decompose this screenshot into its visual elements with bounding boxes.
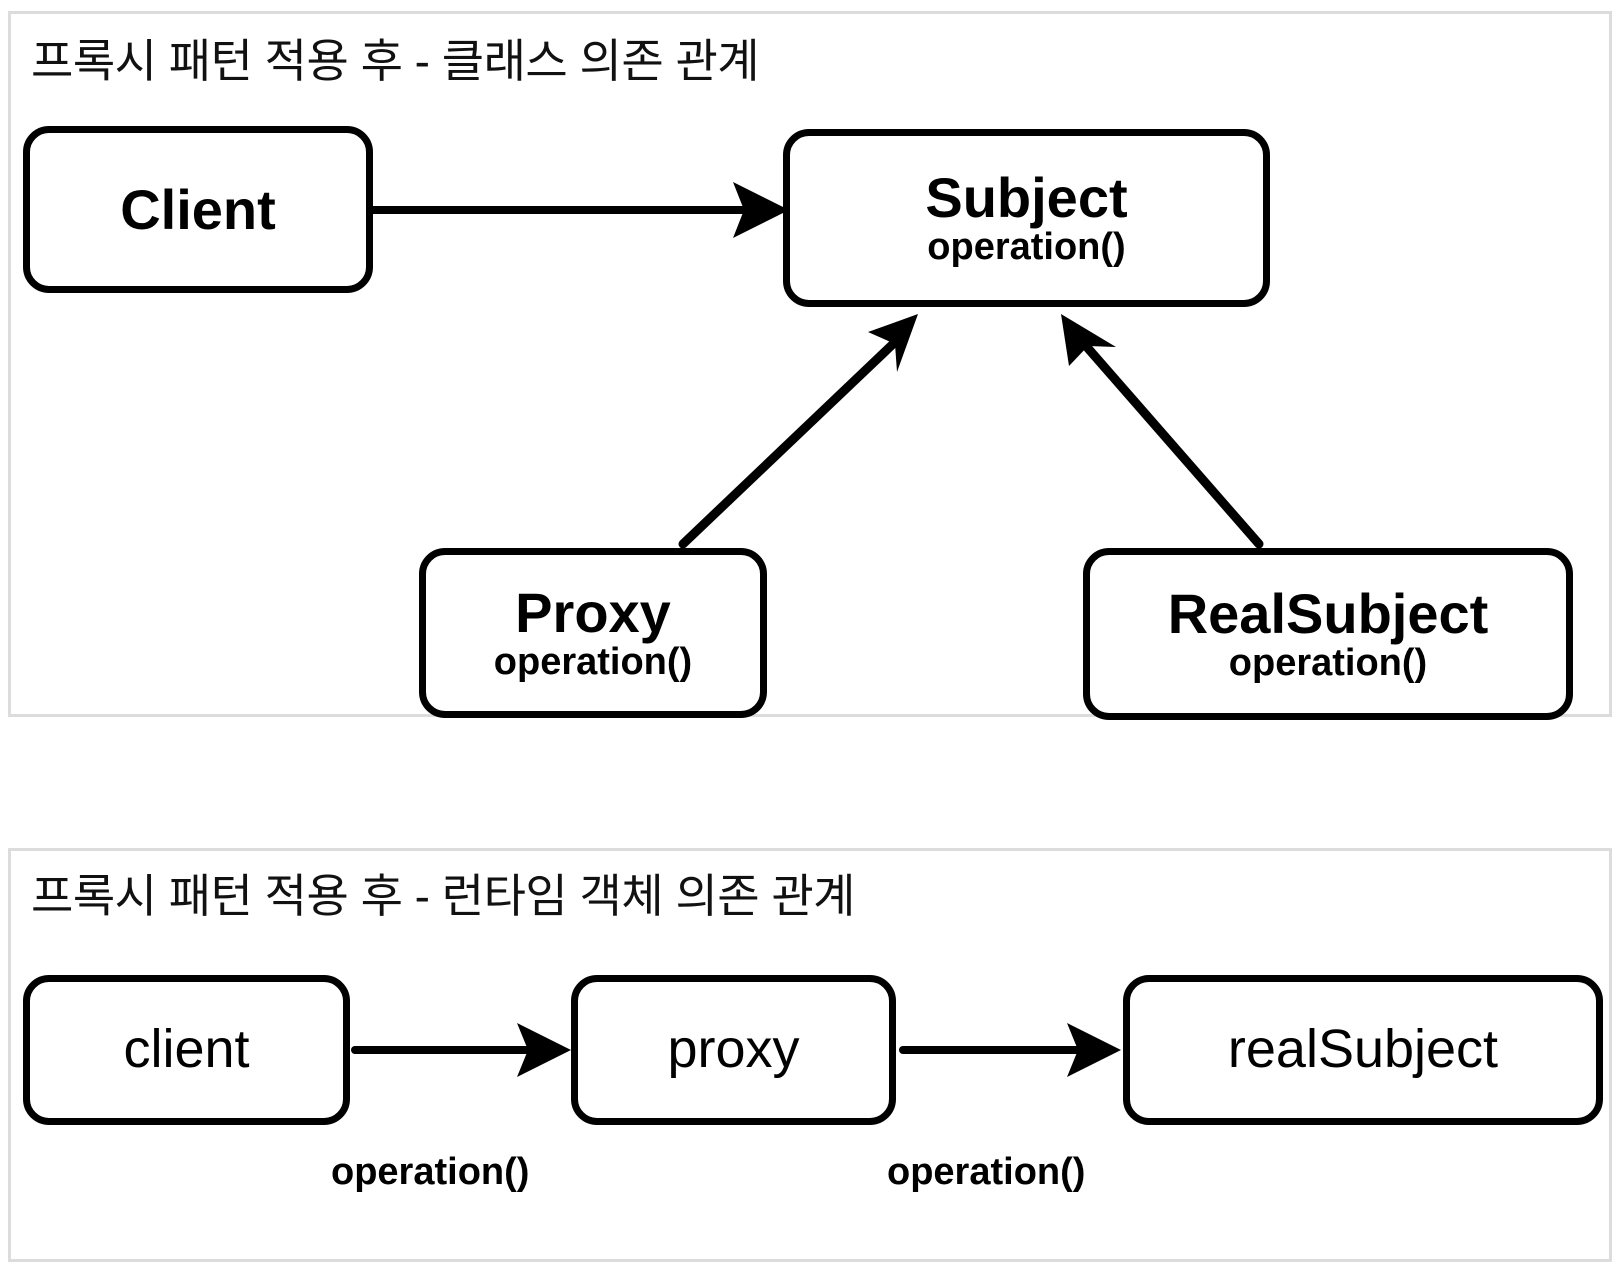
class-node-proxy-operation: operation() bbox=[493, 640, 693, 683]
runtime-edge-label-proxy-realsubject: operation() bbox=[887, 1151, 1086, 1193]
edge-client-to-subject bbox=[369, 182, 789, 238]
runtime-node-client-name: client bbox=[123, 1019, 250, 1080]
class-diagram-panel: 프록시 패턴 적용 후 - 클래스 의존 관계 Client Subject o… bbox=[8, 11, 1612, 720]
runtime-node-realsubject-name: realSubject bbox=[1227, 1019, 1499, 1080]
class-node-realsubject-operation: operation() bbox=[1228, 641, 1428, 684]
class-diagram-title: 프록시 패턴 적용 후 - 클래스 의존 관계 bbox=[31, 35, 760, 87]
edge-proxy-to-realsubject bbox=[899, 1023, 1121, 1077]
runtime-diagram-title: 프록시 패턴 적용 후 - 런타임 객체 의존 관계 bbox=[31, 870, 856, 922]
class-node-client-name: Client bbox=[120, 177, 276, 241]
edge-client-to-proxy bbox=[351, 1023, 571, 1077]
class-node-subject-name: Subject bbox=[925, 165, 1128, 229]
class-node-subject-operation: operation() bbox=[927, 225, 1126, 268]
runtime-node-client[interactable]: client bbox=[23, 975, 350, 1125]
edge-realsubject-to-subject bbox=[1061, 314, 1264, 549]
class-node-client[interactable]: Client bbox=[23, 126, 373, 293]
runtime-node-realsubject[interactable]: realSubject bbox=[1123, 975, 1603, 1125]
class-node-proxy-name: Proxy bbox=[515, 580, 671, 644]
runtime-node-proxy[interactable]: proxy bbox=[571, 975, 896, 1125]
runtime-node-proxy-name: proxy bbox=[667, 1019, 800, 1080]
class-node-proxy[interactable]: Proxy operation() bbox=[419, 548, 767, 718]
class-node-realsubject-name: RealSubject bbox=[1167, 581, 1489, 645]
runtime-edge-label-client-proxy: operation() bbox=[331, 1151, 530, 1193]
runtime-diagram-panel: 프록시 패턴 적용 후 - 런타임 객체 의존 관계 client proxy … bbox=[8, 848, 1612, 1262]
class-node-subject[interactable]: Subject operation() bbox=[783, 129, 1270, 307]
class-node-realsubject[interactable]: RealSubject operation() bbox=[1083, 548, 1573, 720]
edge-proxy-to-subject bbox=[678, 314, 918, 549]
